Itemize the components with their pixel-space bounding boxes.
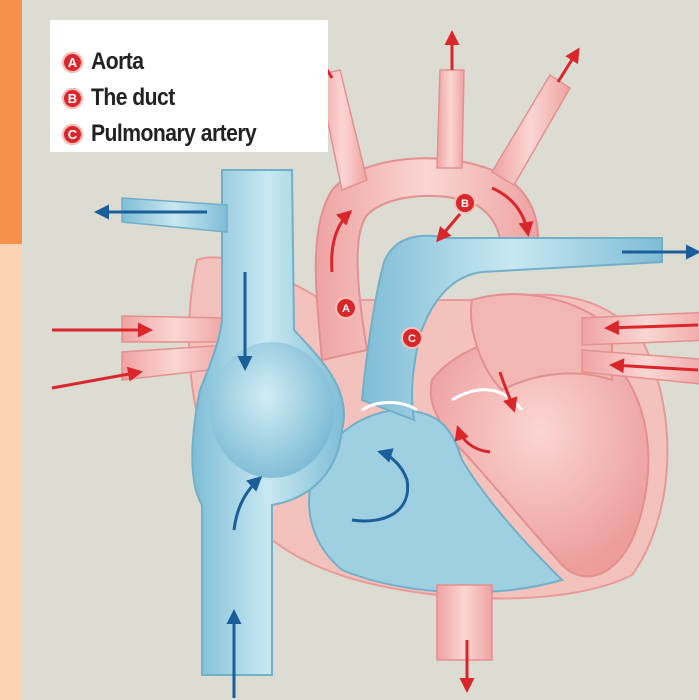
legend-label-pulmonary-artery: Pulmonary artery	[91, 120, 256, 148]
legend-item-duct: B The duct	[62, 84, 186, 112]
legend-item-pulmonary-artery: C Pulmonary artery	[62, 120, 279, 148]
aortic-branch-right	[492, 75, 570, 185]
badge-a: A	[336, 298, 356, 318]
upper-left-vessel	[122, 198, 227, 232]
badge-b: B	[455, 193, 475, 213]
pulmonary-vein-upper	[582, 312, 699, 345]
aortic-branch-middle	[437, 70, 464, 168]
badge-a-text: A	[342, 303, 350, 315]
legend-badge-b: B	[62, 88, 83, 109]
heart-diagram: A B C A Aorta B The duct C Pulmonary	[22, 0, 699, 700]
descending-aorta	[437, 585, 492, 660]
badge-b-text: B	[461, 198, 469, 210]
badge-c-text: C	[408, 333, 416, 345]
legend: A Aorta B The duct C Pulmonary artery	[50, 20, 328, 152]
arrow-branch-right	[558, 50, 578, 82]
arrow-duct	[438, 214, 460, 240]
legend-item-aorta: A Aorta	[62, 48, 151, 76]
legend-label-duct: The duct	[91, 84, 175, 112]
orange-accent-bar	[0, 0, 22, 244]
right-atrium	[210, 342, 334, 478]
legend-label-aorta: Aorta	[91, 48, 144, 76]
legend-badge-a: A	[62, 52, 83, 73]
legend-badge-c: C	[62, 124, 83, 145]
peach-side-strip	[0, 244, 22, 700]
badge-c: C	[402, 328, 422, 348]
